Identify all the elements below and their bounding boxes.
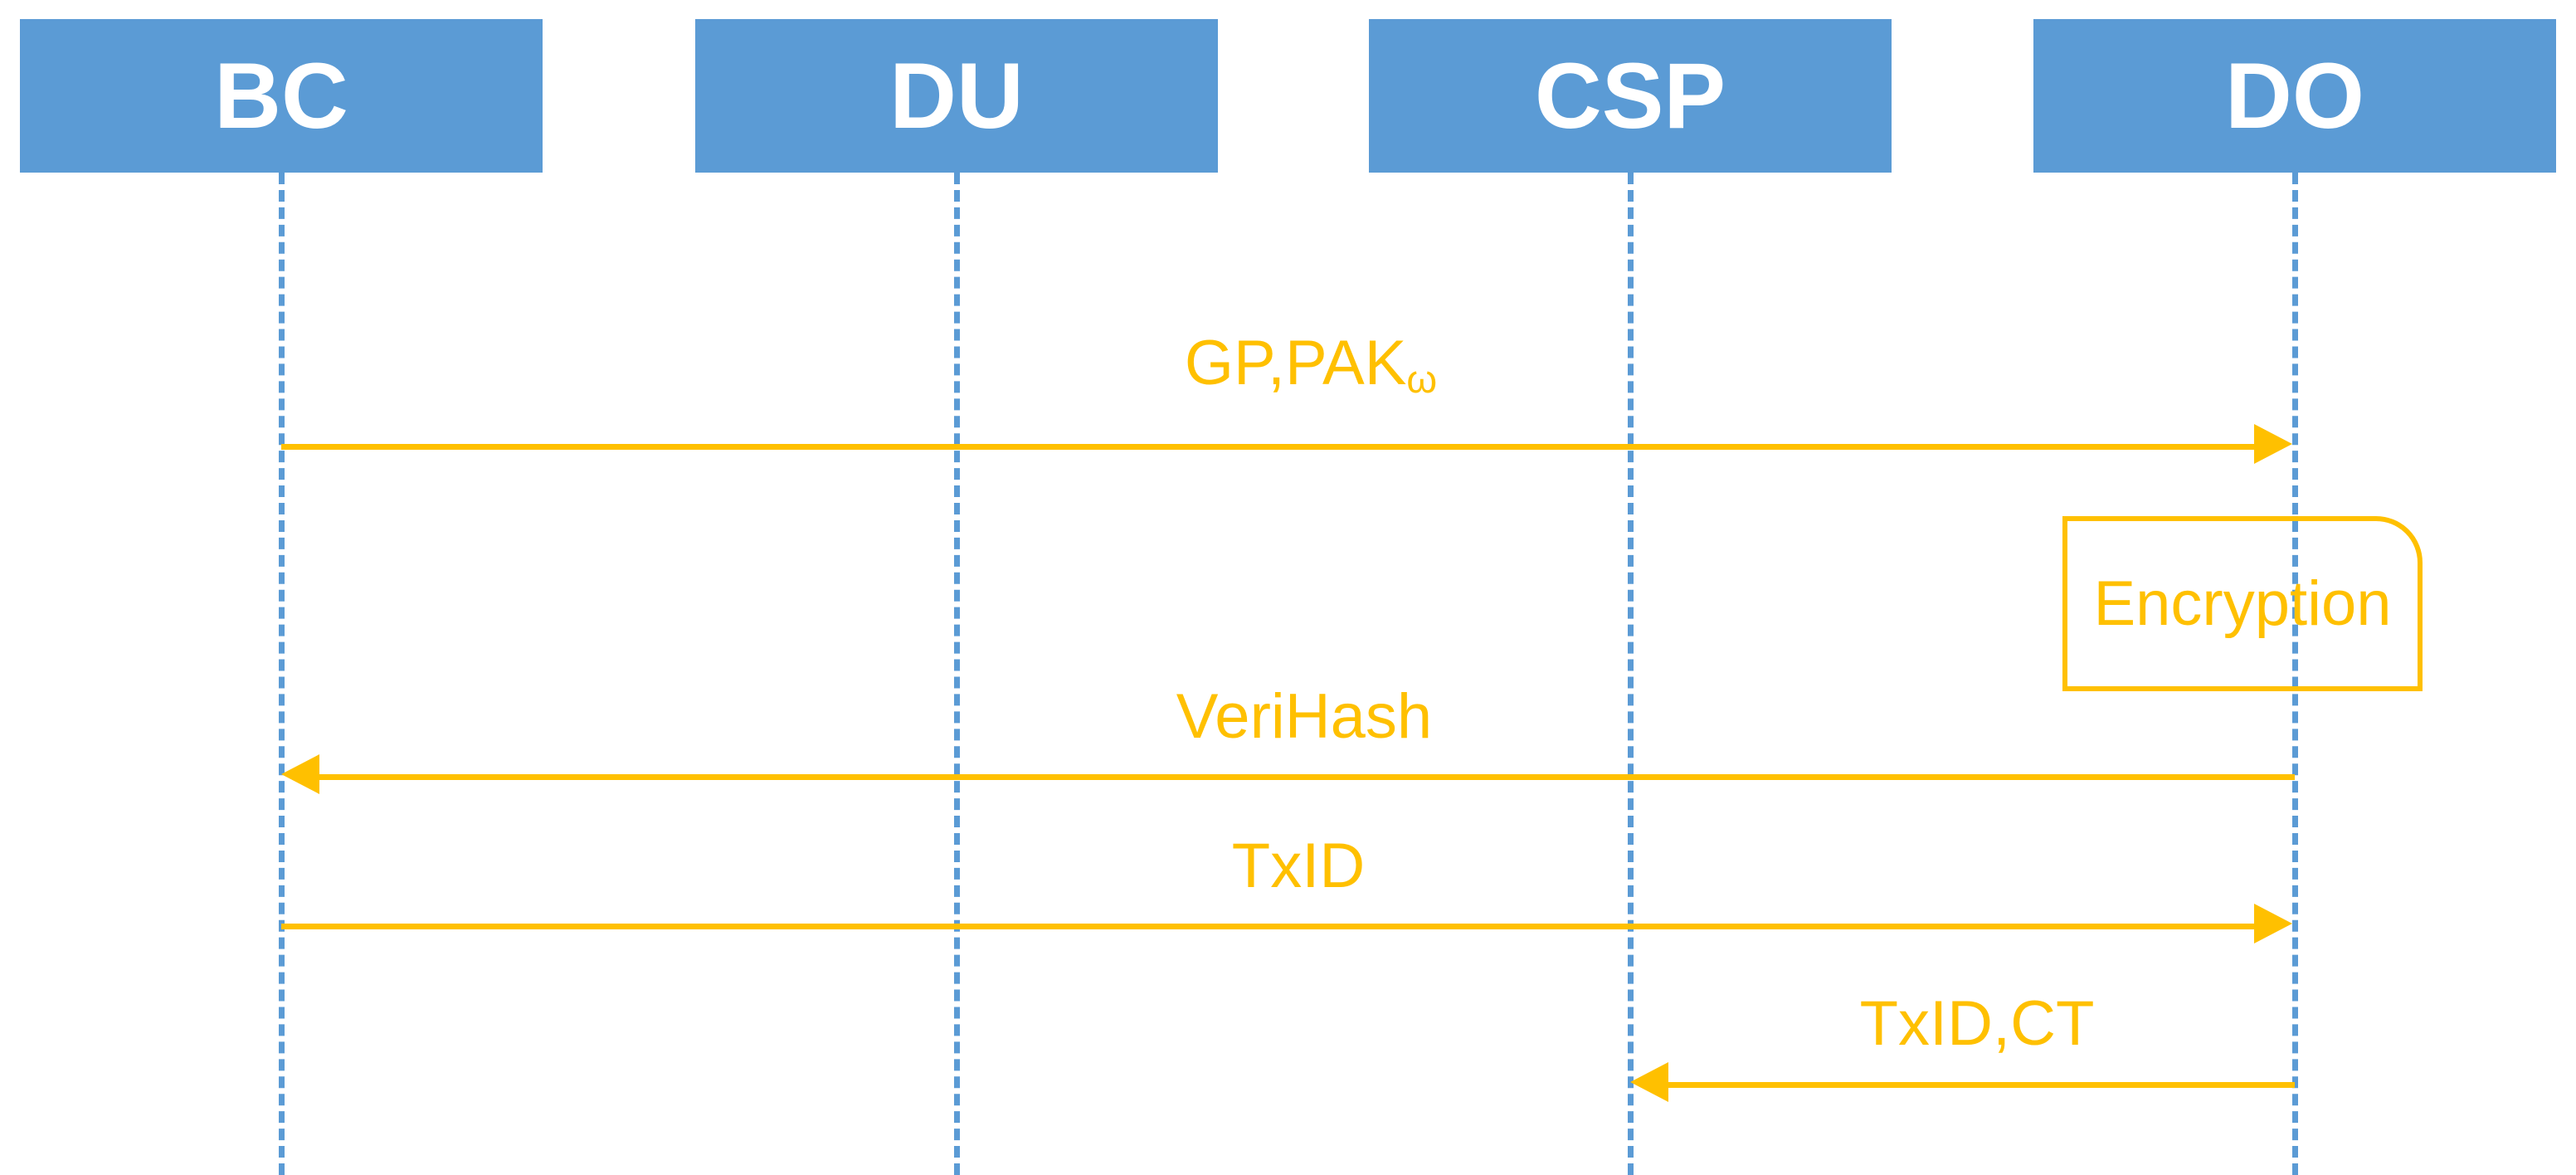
- message-label-gp-pak: GP,PAKω: [1185, 332, 1437, 399]
- actor-box-bc[interactable]: BC: [20, 19, 543, 173]
- message-label-verihash-text: VeriHash: [1176, 681, 1433, 752]
- lifeline-du: [954, 173, 960, 1175]
- actor-box-do[interactable]: DO: [2033, 19, 2556, 173]
- message-label-txid-ct-text: TxID,CT: [1859, 988, 2095, 1059]
- message-label-txid-ct: TxID,CT: [1860, 992, 2095, 1056]
- message-line-txid-ct: [1668, 1082, 2295, 1088]
- actor-label-bc: BC: [214, 43, 348, 148]
- message-label-txid: TxID: [1232, 835, 1365, 898]
- actor-label-csp: CSP: [1534, 43, 1726, 148]
- note-encryption-label: Encryption: [2093, 568, 2392, 639]
- actor-label-du: DU: [889, 43, 1024, 148]
- message-line-txid: [281, 924, 2254, 929]
- actor-box-du[interactable]: DU: [695, 19, 1218, 173]
- message-label-gp-pak-subscript: ω: [1406, 357, 1438, 402]
- arrow-head-left-verihash: [281, 754, 319, 794]
- message-label-gp-pak-text: GP,PAK: [1184, 328, 1407, 398]
- lifeline-do: [2292, 173, 2298, 1175]
- arrow-head-left-txid-ct: [1630, 1062, 1668, 1102]
- arrow-head-right-txid: [2254, 904, 2292, 943]
- message-label-txid-text: TxID: [1231, 831, 1366, 901]
- message-line-gp-pak: [281, 444, 2254, 450]
- message-label-verihash: VeriHash: [1176, 685, 1432, 748]
- lifeline-csp: [1628, 173, 1634, 1175]
- lifeline-bc: [279, 173, 285, 1175]
- actor-box-csp[interactable]: CSP: [1369, 19, 1892, 173]
- actor-label-do: DO: [2225, 43, 2364, 148]
- arrow-head-right-gp-pak: [2254, 424, 2292, 464]
- message-line-verihash: [319, 774, 2295, 780]
- note-encryption: Encryption: [2062, 516, 2423, 691]
